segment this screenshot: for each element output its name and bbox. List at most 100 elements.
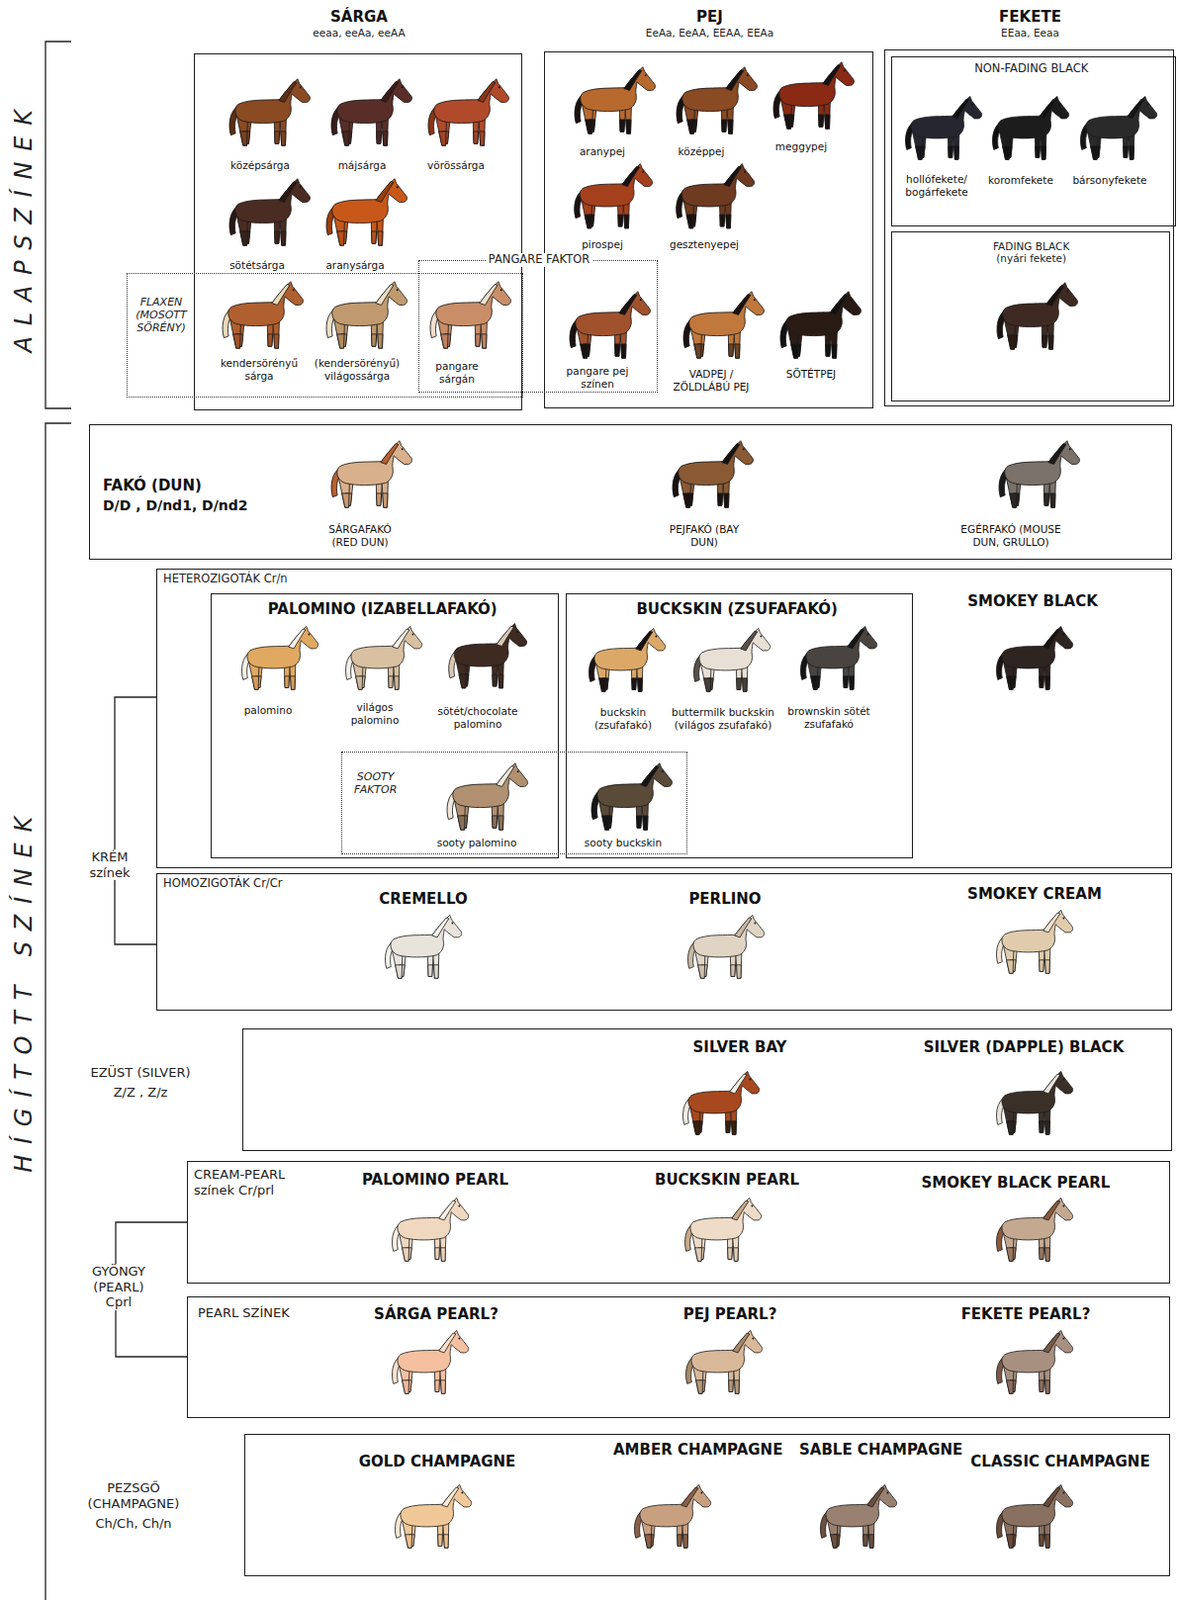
horse-part <box>271 284 290 306</box>
color-group-box: FEKETEEEaa, EeaaNON-FADING BLACKFADING B… <box>884 49 1175 407</box>
horse-part <box>682 67 758 112</box>
horse-part <box>496 766 515 788</box>
color-heading: SÁRGA PEARL? <box>373 1305 499 1324</box>
horse-part <box>375 181 394 203</box>
bracket-line <box>114 697 157 945</box>
horse-illustration <box>1080 95 1157 160</box>
horse-part <box>438 1535 444 1547</box>
horse-caption: PEJFAKÓ (BAY DUN) <box>667 523 742 548</box>
horse-part <box>915 146 923 161</box>
horse-part <box>579 164 652 207</box>
color-group-box: FADING BLACK (nyári fekete) <box>891 231 1171 402</box>
horse-part <box>388 676 394 689</box>
horse-part <box>954 146 960 161</box>
horse-caption: EGÉRFAKÓ (MOUSE DUN, GRULLO) <box>946 523 1076 548</box>
horse-part <box>1039 1121 1045 1134</box>
horse-part <box>274 231 280 244</box>
horse-part <box>1045 1535 1051 1549</box>
horse-eye <box>760 635 763 638</box>
horse-eye <box>644 74 647 77</box>
horse-illustration <box>996 626 1073 690</box>
horse-part <box>402 1248 410 1263</box>
horse-illustration <box>996 282 1078 350</box>
horse-caption: palomino <box>244 704 293 718</box>
horse-part <box>351 626 423 669</box>
horse-part <box>642 815 648 830</box>
horse-part <box>952 98 970 119</box>
horse-part <box>1045 960 1051 975</box>
horse-part <box>784 114 792 129</box>
horse-caption: SÁRGAFAKÓ (RED DUN) <box>318 523 403 548</box>
group-title: PALOMINO (IZABELLAFAKÓ) <box>211 600 554 619</box>
horse-eye <box>661 770 664 773</box>
horse-illustration <box>996 1197 1073 1262</box>
horse-part <box>683 1535 689 1549</box>
horse-part <box>729 1074 747 1094</box>
horse-part <box>1006 1535 1014 1549</box>
horse-part <box>619 294 637 316</box>
horse-part <box>273 334 279 349</box>
horse-eye <box>1063 1492 1066 1495</box>
horse-part <box>434 79 510 124</box>
horse-part <box>677 1535 683 1547</box>
horse-part <box>1004 441 1081 486</box>
bracket-line <box>45 423 72 1600</box>
horse-eye <box>850 298 853 301</box>
horse-part <box>624 70 642 91</box>
horse-part <box>1002 282 1079 328</box>
horse-illustration <box>574 164 653 229</box>
horse-illustration <box>676 164 755 229</box>
horse-part <box>825 344 831 357</box>
horse-part <box>621 344 627 359</box>
horse-part <box>1044 493 1050 506</box>
horse-part <box>405 1535 413 1549</box>
horse-part <box>734 344 740 359</box>
horse-illustration <box>693 628 770 692</box>
horse-illustration <box>683 291 764 359</box>
horse-part <box>337 79 413 124</box>
group-title: eeaa, eeAa, eeAA <box>194 26 524 40</box>
horse-part <box>910 95 983 139</box>
horse-part <box>635 631 653 651</box>
horse-part <box>1042 335 1048 348</box>
horse-part <box>1045 676 1051 691</box>
horse-part <box>377 334 383 349</box>
group-title: EZÜST (SILVER) <box>90 1065 190 1082</box>
horse-caption: aranysárga <box>325 259 384 272</box>
horse-part <box>1009 493 1017 508</box>
horse-part <box>731 1200 749 1221</box>
horse-illustration <box>773 62 854 129</box>
horse-illustration <box>685 1330 762 1394</box>
horse-part <box>1006 1121 1014 1136</box>
horse-eye <box>498 86 501 89</box>
horse-caption: középpej <box>678 145 725 159</box>
horse-illustration <box>684 1197 761 1262</box>
horse-part <box>644 1535 652 1549</box>
horse-illustration <box>682 1071 759 1135</box>
horse-part <box>496 626 514 646</box>
horse-part <box>730 965 736 978</box>
horse-illustration <box>430 281 511 349</box>
horse-part <box>1090 146 1098 161</box>
horse-part <box>594 628 666 671</box>
horse-part <box>699 628 771 671</box>
horse-part <box>1043 1487 1061 1508</box>
horse-part <box>1001 1071 1074 1114</box>
horse-part <box>337 441 413 486</box>
horse-part <box>1006 960 1014 975</box>
horse-part <box>1001 626 1074 669</box>
group-title: Z/Z , Z/z <box>113 1085 169 1101</box>
horse-eye <box>401 448 404 451</box>
horse-part <box>280 131 286 146</box>
horse-part <box>622 166 639 186</box>
color-heading: SILVER (DAPPLE) BLACK <box>923 1038 1125 1057</box>
horse-part <box>1006 676 1014 691</box>
horse-part <box>268 334 273 347</box>
horse-part <box>402 1380 410 1395</box>
horse-caption: világos palomino <box>345 701 405 726</box>
horse-caption: koromfekete <box>988 174 1054 187</box>
horse-part <box>371 334 377 347</box>
horse-part <box>626 119 632 134</box>
horse-eye <box>299 86 302 89</box>
